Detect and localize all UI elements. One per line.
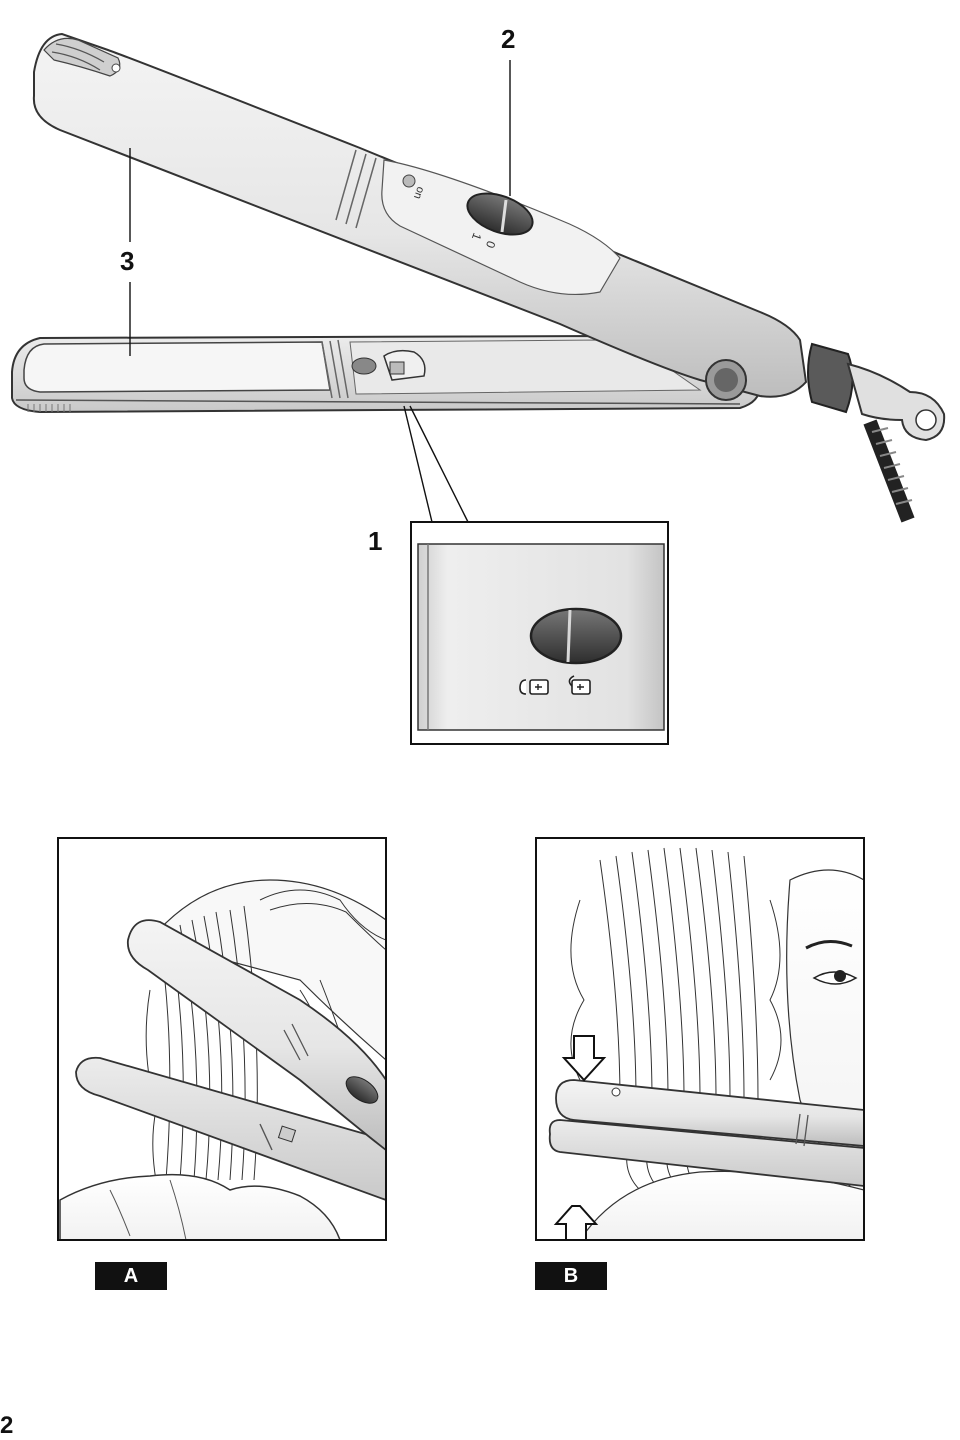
lock-switch-1[interactable] <box>529 607 623 665</box>
panel-label-b: B <box>535 1262 607 1290</box>
panel-label-a: A <box>95 1262 167 1290</box>
lock-icon <box>568 675 591 695</box>
panel-a-illustration <box>57 837 387 1241</box>
switch-mark-0: 0 <box>483 239 499 250</box>
page-number: 2 <box>0 1412 14 1439</box>
cord-collar <box>807 342 854 414</box>
switch-mark-1: 1 <box>469 231 485 242</box>
lock-switch-detail <box>410 521 669 745</box>
switch-mark-on: on <box>411 185 426 201</box>
hair-straightener <box>11 32 946 523</box>
panel-b-illustration <box>535 837 865 1241</box>
callout-label-2: 2 <box>501 24 516 54</box>
heating-plate-3 <box>23 341 331 393</box>
power-switch-2[interactable] <box>462 185 538 242</box>
arrow-up-icon <box>553 1205 599 1239</box>
arrow-down-icon <box>561 1035 607 1082</box>
power-cord <box>863 419 915 523</box>
callout-label-3: 3 <box>120 246 135 276</box>
callout-label-1: 1 <box>368 526 383 556</box>
unlock-icon <box>519 679 549 695</box>
